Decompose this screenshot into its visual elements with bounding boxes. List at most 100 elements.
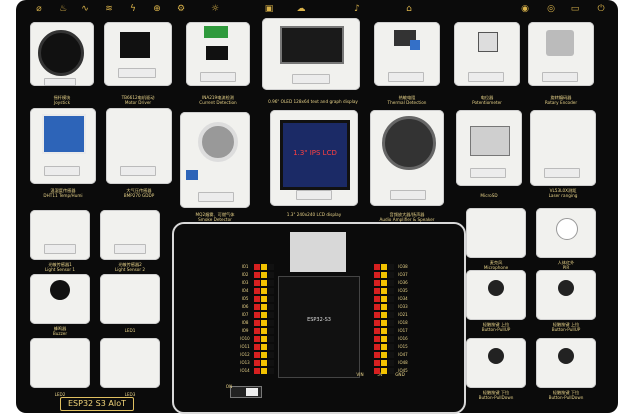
left-header-pin[interactable]	[254, 312, 260, 318]
right-header-pin[interactable]	[388, 264, 394, 270]
left-header-pin[interactable]	[268, 288, 274, 294]
left-header-pin[interactable]	[261, 296, 267, 302]
right-header-pin[interactable]	[381, 368, 387, 374]
right-header-pin[interactable]	[388, 328, 394, 334]
right-header-pin[interactable]	[381, 264, 387, 270]
right-header-pin[interactable]	[374, 352, 380, 358]
right-header-pin[interactable]	[388, 272, 394, 278]
left-header-pin[interactable]	[254, 296, 260, 302]
left-header-pin[interactable]	[254, 272, 260, 278]
right-header-pin[interactable]	[374, 312, 380, 318]
left-header-pin[interactable]	[254, 344, 260, 350]
push-button[interactable]	[488, 348, 504, 364]
left-header-pin[interactable]	[261, 368, 267, 374]
left-header-pin[interactable]	[254, 304, 260, 310]
left-header-pin[interactable]	[254, 360, 260, 366]
left-header-pin[interactable]	[261, 344, 267, 350]
left-header-pin[interactable]	[268, 344, 274, 350]
right-header-pin[interactable]	[374, 272, 380, 278]
power-switch[interactable]	[230, 386, 262, 398]
switch-knob[interactable]	[246, 388, 258, 396]
right-header-pin[interactable]	[388, 344, 394, 350]
right-header-pin[interactable]	[374, 344, 380, 350]
right-header-pin[interactable]	[381, 288, 387, 294]
right-header-pin[interactable]	[374, 304, 380, 310]
right-header-pin[interactable]	[388, 304, 394, 310]
left-header-pin[interactable]	[268, 336, 274, 342]
sd-slot[interactable]	[470, 126, 510, 156]
left-header-pin[interactable]	[268, 352, 274, 358]
push-button[interactable]	[488, 280, 504, 296]
left-header-pin[interactable]	[261, 320, 267, 326]
dht-label-en: DHT11 Temp/Humi	[43, 193, 83, 198]
right-header-pin[interactable]	[381, 344, 387, 350]
push-button[interactable]	[558, 280, 574, 296]
potentiometer-knob[interactable]	[478, 32, 498, 52]
left-header-pin[interactable]	[268, 280, 274, 286]
left-header-pin[interactable]	[261, 336, 267, 342]
encoder-knob[interactable]	[546, 30, 574, 56]
right-header-pin[interactable]	[388, 296, 394, 302]
left-header-pin[interactable]	[268, 296, 274, 302]
left-header-pin[interactable]	[254, 280, 260, 286]
joystick-knob[interactable]	[38, 30, 84, 76]
push-button[interactable]	[558, 348, 574, 364]
right-header-pin[interactable]	[381, 312, 387, 318]
trim-pot[interactable]	[186, 170, 198, 180]
right-header-pin[interactable]	[388, 312, 394, 318]
left-header-pin[interactable]	[261, 272, 267, 278]
left-header-pin[interactable]	[261, 264, 267, 270]
bmp-label-en: BMP270 GDDP	[123, 193, 155, 198]
left-header-pin[interactable]	[268, 320, 274, 326]
right-header-pin[interactable]	[374, 360, 380, 366]
left-header-pin[interactable]	[254, 320, 260, 326]
left-header-pin[interactable]	[268, 272, 274, 278]
right-header-pin[interactable]	[374, 368, 380, 374]
left-header-pin[interactable]	[254, 288, 260, 294]
right-header-pin[interactable]	[388, 320, 394, 326]
right-header-pin[interactable]	[374, 328, 380, 334]
left-header-pin[interactable]	[268, 360, 274, 366]
left-header-pin[interactable]	[254, 264, 260, 270]
left-header-pin[interactable]	[261, 288, 267, 294]
right-header-pin[interactable]	[381, 304, 387, 310]
lightning-icon: ϟ	[130, 4, 136, 14]
left-header-pin[interactable]	[254, 368, 260, 374]
left-header-pin[interactable]	[261, 280, 267, 286]
right-header-pin[interactable]	[388, 352, 394, 358]
right-header-pin[interactable]	[374, 296, 380, 302]
right-header-pin[interactable]	[374, 288, 380, 294]
right-header-pin[interactable]	[381, 360, 387, 366]
right-header-pin[interactable]	[388, 360, 394, 366]
right-header-pin[interactable]	[388, 368, 394, 374]
left-header-pin[interactable]	[254, 328, 260, 334]
left-pin-label: IO8	[241, 320, 249, 325]
right-header-pin[interactable]	[374, 336, 380, 342]
right-header-pin[interactable]	[381, 328, 387, 334]
right-header-pin[interactable]	[381, 352, 387, 358]
left-header-pin[interactable]	[254, 352, 260, 358]
right-header-pin[interactable]	[381, 272, 387, 278]
left-header-pin[interactable]	[268, 264, 274, 270]
left-header-pin[interactable]	[254, 336, 260, 342]
left-header-pin[interactable]	[261, 304, 267, 310]
right-header-pin[interactable]	[374, 320, 380, 326]
right-header-pin[interactable]	[388, 288, 394, 294]
right-header-pin[interactable]	[374, 264, 380, 270]
left-header-pin[interactable]	[268, 304, 274, 310]
right-header-pin[interactable]	[388, 280, 394, 286]
left-header-pin[interactable]	[268, 328, 274, 334]
right-header-pin[interactable]	[374, 280, 380, 286]
right-header-pin[interactable]	[381, 336, 387, 342]
left-header-pin[interactable]	[261, 328, 267, 334]
right-header-pin[interactable]	[381, 280, 387, 286]
left-header-pin[interactable]	[268, 368, 274, 374]
right-header-pin[interactable]	[388, 336, 394, 342]
right-header-pin[interactable]	[381, 296, 387, 302]
right-header-pin[interactable]	[381, 320, 387, 326]
left-header-pin[interactable]	[261, 312, 267, 318]
board-title: ESP32 S3 AIoT	[60, 397, 134, 411]
left-header-pin[interactable]	[261, 360, 267, 366]
left-header-pin[interactable]	[268, 312, 274, 318]
left-header-pin[interactable]	[261, 352, 267, 358]
